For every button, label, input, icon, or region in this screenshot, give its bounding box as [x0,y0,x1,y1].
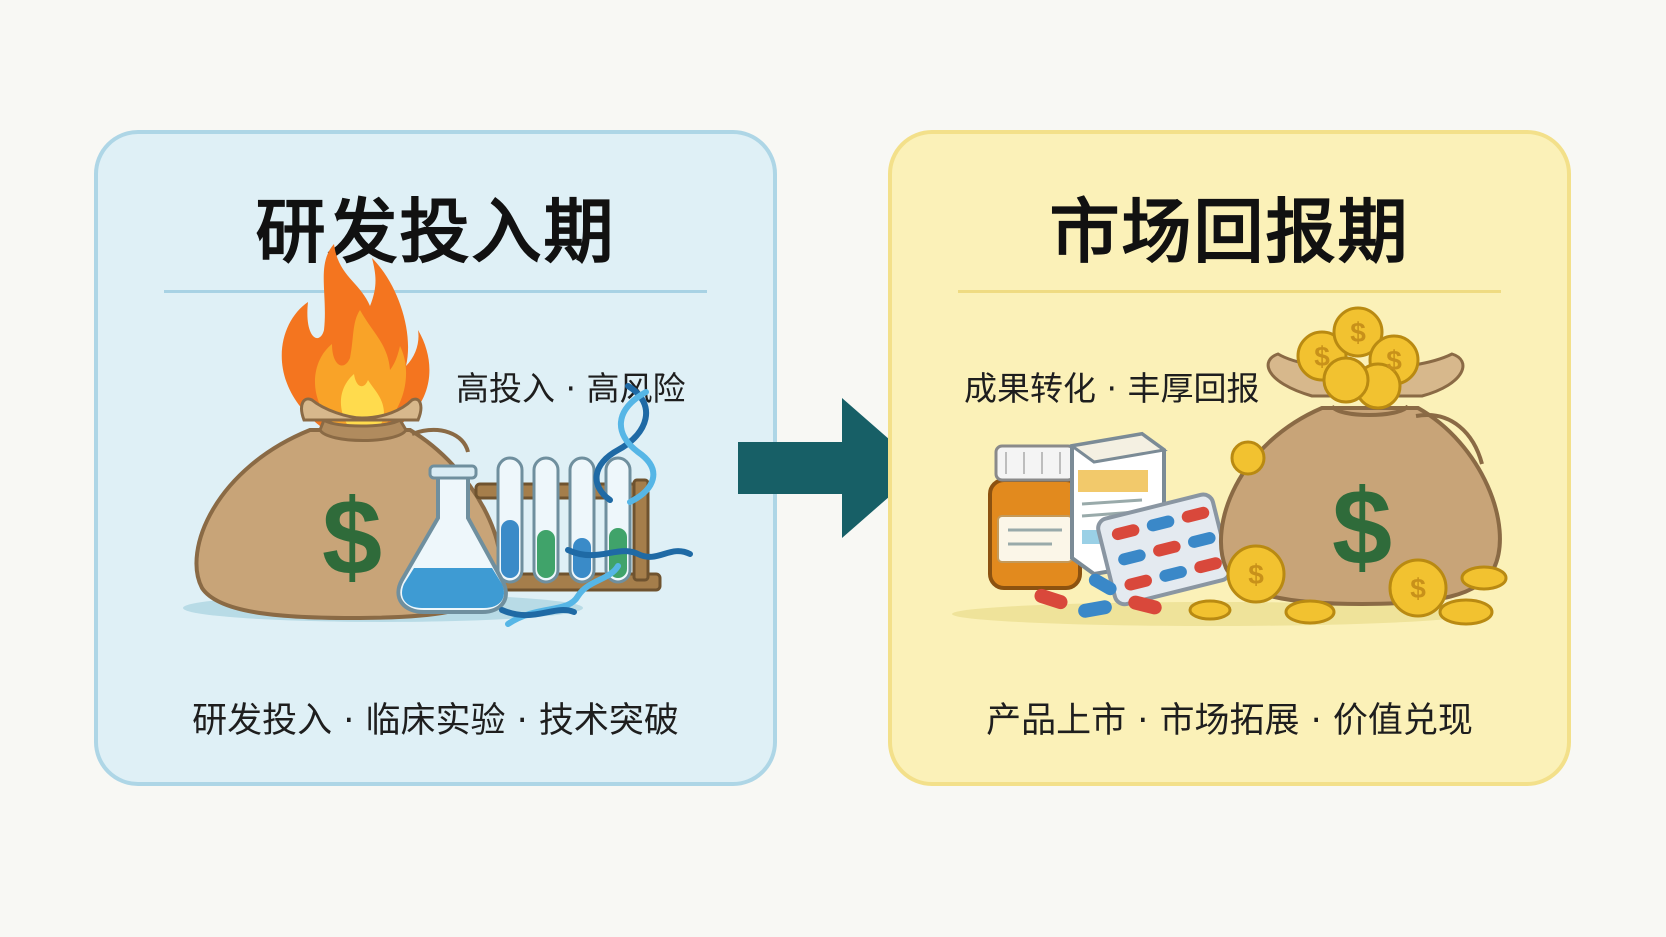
rd-risk-tag: 高投入 · 高风险 [456,369,686,408]
rd-investment-panel: 研发投入期 高投入 · 高风险 $ [94,130,777,786]
arrow-right-icon [738,398,922,538]
dna-icon [499,383,693,627]
title-divider [958,290,1501,293]
flame-icon [281,244,430,426]
rd-illustration: $ [183,244,693,627]
svg-text:$: $ [1386,345,1402,376]
svg-text:$: $ [1350,317,1366,348]
rd-investment-caption: 研发投入 · 临床实验 · 技术突破 [192,701,679,741]
title-divider [164,290,707,293]
medicine-bottle-icon [988,444,1082,590]
svg-text:$: $ [1332,466,1392,587]
market-illustration: $ $ $ $ $ $ [952,306,1508,626]
svg-text:$: $ [1410,573,1426,604]
market-return-title: 市场回报期 [1049,191,1410,273]
market-return-panel: 市场回报期 成果转化 · 丰厚回报 [888,130,1571,786]
market-return-caption: 产品上市 · 市场拓展 · 价值兑现 [986,701,1473,741]
svg-text:$: $ [1248,559,1264,590]
rd-investment-title: 研发投入期 [255,191,616,273]
gold-coin-icon: $ $ $ $ $ [1188,306,1508,626]
svg-text:$: $ [1314,341,1330,372]
flask-icon [396,464,508,614]
svg-text:$: $ [322,476,382,597]
market-return-tag: 成果转化 · 丰厚回报 [964,369,1260,408]
pill-icon [1034,573,1162,618]
